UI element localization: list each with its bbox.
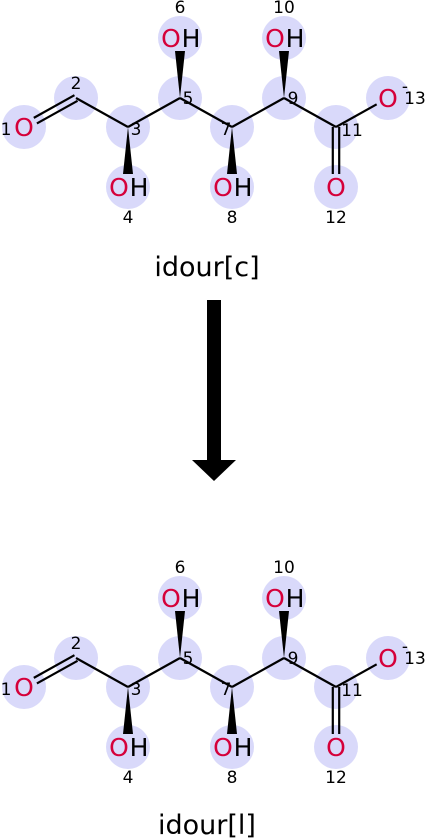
reactant-atom-symbol-1: O <box>14 113 34 142</box>
product-atom-hydrogen-4: H <box>130 733 149 762</box>
product-atom-number-4: 4 <box>123 768 134 788</box>
product-atom-hydrogen-8: H <box>234 733 253 762</box>
product-atom-number-12: 12 <box>325 768 347 788</box>
product-bond-7-8 <box>227 687 237 734</box>
product-bond-2-3 <box>75 657 129 688</box>
reactant-bond-7-8 <box>227 127 237 174</box>
reactant-bond-7-9 <box>231 97 285 128</box>
reactant-bond-3-4 <box>123 127 133 174</box>
product-atom-symbol-10: O <box>265 584 285 613</box>
reactant-atom-hydrogen-8: H <box>234 173 253 202</box>
reaction-arrow <box>192 300 236 481</box>
product-atom-symbol-6: O <box>161 584 181 613</box>
product-atom-highlight-8 <box>210 725 254 769</box>
product-atom-number-7: 7 <box>221 680 232 700</box>
reactant-atom-hydrogen-6: H <box>182 24 201 53</box>
reactant-atom-number-11: 11 <box>341 121 363 141</box>
reactant-atom-number-5: 5 <box>183 89 194 109</box>
reactant-bond-3-5 <box>127 97 181 128</box>
product-atom-highlight-4 <box>106 725 150 769</box>
reactant-bond-9-10 <box>279 51 289 98</box>
reactant-name: idour[c] <box>154 252 259 283</box>
reactant-atom-highlight-8 <box>210 165 254 209</box>
product-bond-5-6 <box>175 611 185 658</box>
reactant-atom-number-10: 10 <box>273 0 295 18</box>
product-atom-symbol-13: O <box>378 644 398 673</box>
product-atom-number-10: 10 <box>273 558 295 578</box>
reactant-atom-highlight-4 <box>106 165 150 209</box>
product-bond-3-4 <box>123 687 133 734</box>
reaction-arrow-shaft <box>207 300 221 462</box>
product-bond-9-11 <box>283 657 337 688</box>
reactant-atom-highlight-6 <box>158 16 202 60</box>
product-atom-highlight-13 <box>366 636 410 680</box>
reactant-atom-symbol-4: O <box>109 173 129 202</box>
product-atom-highlight-10 <box>262 576 306 620</box>
product-bond-5-7 <box>179 657 233 688</box>
product-name: idour[l] <box>158 810 256 838</box>
reactant-bond-5-7 <box>179 97 233 128</box>
product-atom-number-9: 9 <box>288 649 299 669</box>
reactant-atom-number-7: 7 <box>221 120 232 140</box>
reactant-bond-1-2 <box>33 94 79 125</box>
reactant-bond-2-3 <box>75 97 129 128</box>
product-atom-number-13: 13 <box>404 649 426 669</box>
product-atom-symbol-8: O <box>213 733 233 762</box>
product-atom-symbol-12: O <box>326 733 346 762</box>
product-bond-9-10 <box>279 611 289 658</box>
product-atom-highlight-6 <box>158 576 202 620</box>
reactant-atom-number-6: 6 <box>175 0 186 18</box>
reaction-arrow-head <box>192 460 236 481</box>
reactant-atom-charge-13: - <box>402 77 408 97</box>
product-bond-11-13 <box>335 663 378 688</box>
reactant-atom-highlight-12 <box>314 165 358 209</box>
product-bond-3-5 <box>127 657 181 688</box>
reactant-atom-symbol-6: O <box>161 24 181 53</box>
reactant-atom-symbol-12: O <box>326 173 346 202</box>
product-atom-number-6: 6 <box>175 558 186 578</box>
reactant-atom-hydrogen-10: H <box>286 24 305 53</box>
reactant-atom-symbol-10: O <box>265 24 285 53</box>
product-atom-symbol-1: O <box>14 673 34 702</box>
product-atom-hydrogen-10: H <box>286 584 305 613</box>
product-atom-number-2: 2 <box>71 634 82 654</box>
reactant-bond-9-11 <box>283 97 337 128</box>
reactant-atom-number-9: 9 <box>288 89 299 109</box>
product-atom-number-3: 3 <box>131 680 142 700</box>
product-atom-number-8: 8 <box>227 768 238 788</box>
product-atom-symbol-4: O <box>109 733 129 762</box>
product-atom-number-5: 5 <box>183 649 194 669</box>
reactant-atom-highlight-10 <box>262 16 306 60</box>
reactant-atom-hydrogen-4: H <box>130 173 149 202</box>
reactant-bond-11-12 <box>331 127 341 174</box>
reactant-atom-number-4: 4 <box>123 208 134 228</box>
product-atom-number-11: 11 <box>341 681 363 701</box>
product-bond-7-9 <box>231 657 285 688</box>
product-atom-number-1: 1 <box>1 680 12 700</box>
reactant-atom-number-1: 1 <box>1 120 12 140</box>
product-bond-11-12 <box>331 687 341 734</box>
reactant-atom-number-2: 2 <box>71 74 82 94</box>
reactant-atom-number-3: 3 <box>131 120 142 140</box>
product-atom-charge-13: - <box>402 637 408 657</box>
reactant-atom-symbol-13: O <box>378 84 398 113</box>
reactant-atom-number-13: 13 <box>404 89 426 109</box>
product-bond-1-2 <box>33 654 79 685</box>
reactant-atom-number-8: 8 <box>227 208 238 228</box>
product-atom-hydrogen-6: H <box>182 584 201 613</box>
reactant-atom-highlight-13 <box>366 76 410 120</box>
reactant-atom-symbol-8: O <box>213 173 233 202</box>
reactant-atom-number-12: 12 <box>325 208 347 228</box>
reactant-bond-5-6 <box>175 51 185 98</box>
reactant-bond-11-13 <box>335 103 378 128</box>
product-atom-highlight-12 <box>314 725 358 769</box>
